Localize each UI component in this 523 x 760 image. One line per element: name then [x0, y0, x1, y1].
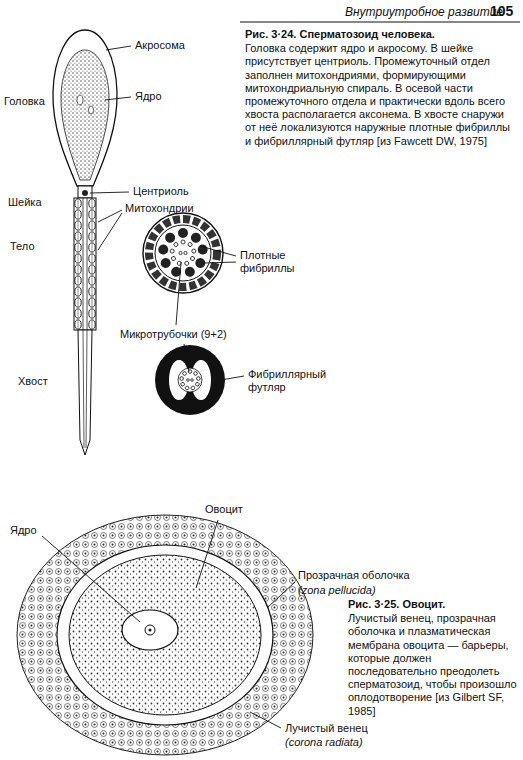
part-label: Микротрубочки (9+2): [120, 328, 227, 341]
running-header: Внутриутробное развитие: [345, 5, 503, 19]
region-label: Головка: [4, 95, 45, 108]
part-label: Лучистый венец: [285, 722, 368, 735]
part-label: Плотные фибриллы: [240, 249, 312, 275]
part-label: Митохондрии: [125, 202, 194, 215]
region-label: Тело: [10, 240, 35, 253]
figure-caption-heading: Рис. 3·24. Сперматозоид человека.: [245, 28, 517, 41]
page-number: 105: [490, 3, 513, 20]
part-label: Овоцит: [205, 503, 243, 516]
part-label: Акросома: [135, 39, 185, 52]
region-label: Шейка: [8, 196, 42, 209]
figure-caption: Головка содержит ядро и акросому. В шейк…: [245, 42, 517, 148]
latin-term: (zona pellucida): [298, 584, 376, 597]
figure-caption-heading: Рис. 3·25. Овоцит.: [348, 598, 518, 611]
part-label: Ядро: [10, 524, 37, 537]
part-label: Фибриллярный футляр: [248, 368, 340, 394]
latin-term: (corona radiata): [285, 736, 363, 749]
region-label: Хвост: [18, 375, 48, 388]
figure-caption: Лучистый венец, прозрачная оболочка и пл…: [348, 612, 518, 718]
part-label: Ядро: [135, 90, 162, 103]
part-label: Центриоль: [133, 185, 189, 198]
part-label: Прозрачная оболочка: [298, 569, 410, 582]
